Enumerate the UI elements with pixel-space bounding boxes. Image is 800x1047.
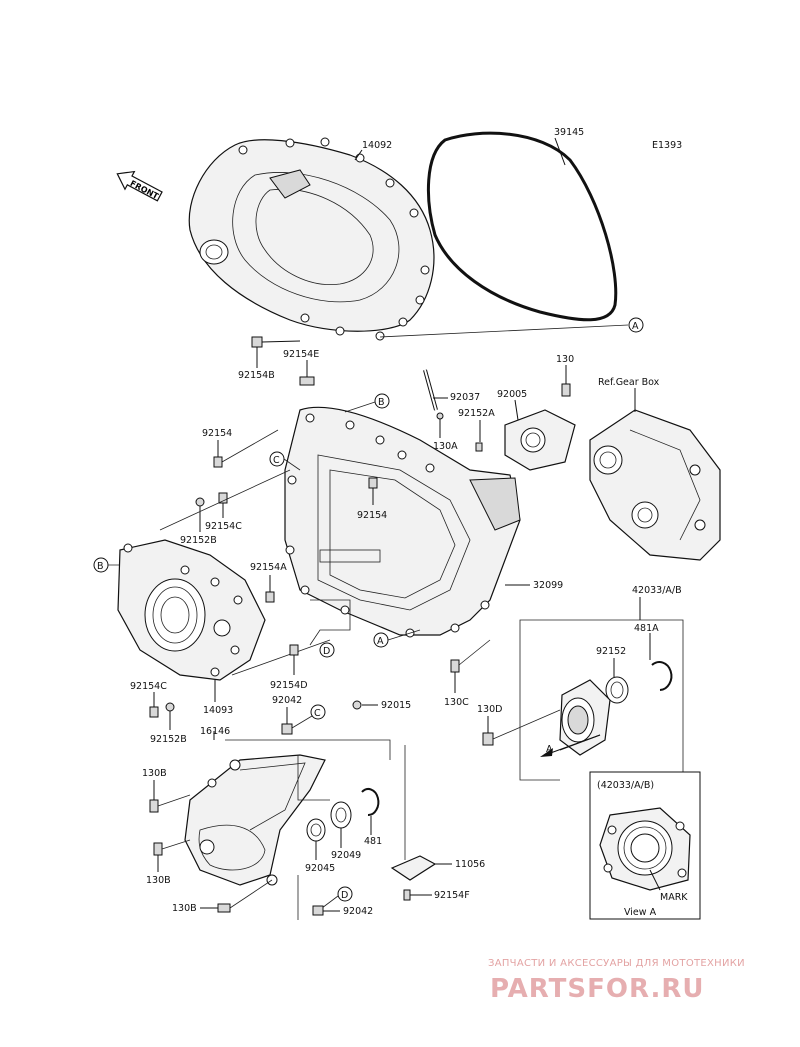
- bolt-92154E: [299, 376, 315, 386]
- bolt-92154-left: [213, 456, 223, 468]
- part-label-92015: 92015: [381, 700, 411, 711]
- view-caption: View A: [624, 907, 657, 918]
- callout-a-label: A: [632, 321, 639, 332]
- callout-b-label: B: [378, 397, 385, 408]
- nut-92015: [352, 700, 362, 710]
- part-label-14092: 14092: [362, 140, 392, 151]
- part-label-130: 130A: [433, 441, 458, 452]
- part-label-92154A: 92154A: [250, 562, 287, 573]
- crankcase-32099: [284, 406, 521, 638]
- part-label-92037: 92037: [450, 392, 480, 403]
- gasket-39145: [427, 131, 618, 322]
- callout-d-label: D: [323, 646, 330, 657]
- callout-b-left-label: B: [97, 561, 104, 572]
- bolt-130A: [561, 383, 571, 397]
- gear-box: [589, 409, 721, 561]
- callout-d-lower: [337, 886, 353, 902]
- callout-c-label: C: [273, 455, 280, 466]
- bolt-130C: [450, 659, 460, 673]
- collar-92152A: [475, 442, 483, 452]
- watermark-logo: PARTSFOR.RU: [490, 974, 704, 1004]
- part-label-14093: 14093: [203, 705, 233, 716]
- part-label-92154F: 92154F: [434, 890, 470, 901]
- part-label-92042-upper: 92042: [272, 695, 302, 706]
- part-label-92154C-upper: 92154C: [205, 521, 242, 532]
- bolt-130B-1: [149, 799, 159, 813]
- part-label-92042-lower: 92042: [343, 906, 373, 917]
- collar-92152B-lower: [165, 702, 175, 712]
- seal-92049: [330, 801, 352, 829]
- stud-92037: [423, 369, 438, 411]
- diagram-code: E1393: [652, 140, 682, 151]
- fitting-92005: [504, 409, 576, 471]
- callout-a-lower-label: A: [377, 636, 384, 647]
- bolt-130B-2: [153, 842, 163, 856]
- bolt-92154B: [251, 336, 301, 348]
- part-label-39145: 39145: [554, 127, 584, 138]
- part-label-92154-left: 92154: [202, 428, 232, 439]
- callout-c-lower-label: C: [314, 708, 321, 719]
- part-label-92152B-lower: 92152B: [150, 734, 187, 745]
- bolt-130B-3: [217, 903, 231, 913]
- callout-b: [374, 393, 390, 409]
- callout-a: [628, 317, 644, 333]
- part-label-11056: 11056: [455, 859, 485, 870]
- collar-92042-lower: [312, 905, 324, 916]
- view-arrow-label: A: [546, 744, 553, 755]
- collar-92152B-upper: [195, 497, 205, 507]
- mark-label: MARK: [660, 892, 688, 903]
- part-label-92049: 92049: [331, 850, 361, 861]
- part-label-42033: 42033/A/B: [632, 585, 682, 596]
- part-label-16146: 16146: [200, 726, 230, 737]
- part-label-130A: 130: [556, 354, 574, 365]
- part-label-92154-center: 92154: [357, 510, 387, 521]
- cover-14092: [188, 137, 435, 341]
- plate-11056: [390, 855, 437, 881]
- callout-c-lower: [310, 704, 326, 720]
- part-label-481: 481: [364, 836, 382, 847]
- bolt-92154A: [265, 591, 275, 603]
- part-label-92045: 92045: [305, 863, 335, 874]
- bolt-130D: [482, 732, 494, 746]
- part-label-92154C-lower: 92154C: [130, 681, 167, 692]
- bolt-92154C-lower: [149, 706, 159, 718]
- part-label-130B-3: 130B: [172, 903, 197, 914]
- part-label-130C: 130C: [444, 697, 469, 708]
- callout-d: [319, 642, 335, 658]
- bearing-42033: [559, 676, 629, 756]
- part-label-130B-2: 130B: [146, 875, 171, 886]
- part-label-92154D: 92154D: [270, 680, 308, 691]
- bolt-92154D: [289, 644, 299, 656]
- seal-92045: [306, 818, 326, 842]
- pump-cover-16146: [184, 754, 326, 886]
- part-label-92154B: 92154B: [238, 370, 275, 381]
- part-label-92154E: 92154E: [283, 349, 319, 360]
- part-label-130B-1: 130B: [142, 768, 167, 779]
- bolt-92154F: [403, 889, 411, 901]
- part-label-92152: 92152: [596, 646, 626, 657]
- view-title: (42033/A/B): [597, 780, 654, 791]
- bolt-92154-center: [368, 477, 378, 489]
- part-label-92005: 92005: [497, 389, 527, 400]
- watermark-tagline: ЗАПЧАСТИ И АКСЕССУАРЫ ДЛЯ МОТОТЕХНИКИ: [488, 958, 745, 969]
- view-a-box: (42033/A/B) MARK View A: [589, 771, 701, 920]
- front-arrow-icon: FRONT: [116, 170, 163, 202]
- ref-gear-box-label: Ref.Gear Box: [598, 377, 660, 388]
- view-arrow-icon: [540, 748, 553, 757]
- bolt-92154C-upper: [218, 492, 228, 504]
- part-label-481A: 481A: [634, 623, 659, 634]
- bolt-130: [436, 412, 444, 420]
- circlip-481: [361, 788, 380, 817]
- cover-14093: [117, 539, 266, 681]
- part-label-92152A: 92152A: [458, 408, 495, 419]
- circlip-481A: [651, 661, 673, 691]
- part-label-92152B-upper: 92152B: [180, 535, 217, 546]
- part-label-130D: 130D: [477, 704, 502, 715]
- part-label-32099: 32099: [533, 580, 563, 591]
- callout-d-lower-label: D: [341, 890, 348, 901]
- collar-92042-upper: [281, 723, 293, 735]
